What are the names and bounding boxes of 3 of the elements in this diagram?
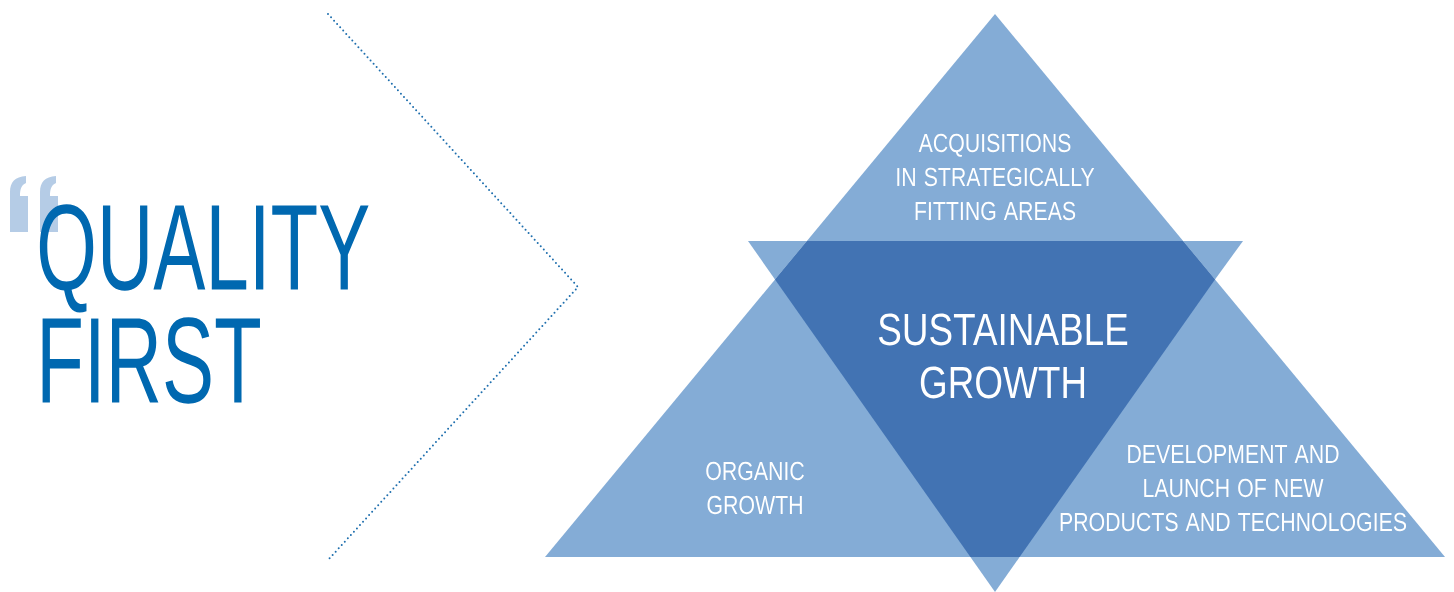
triangle-label: ACQUISITIONS IN STRATEGICALLY FITTING AREAS [897,133,1095,221]
triangle-label: ORGANIC GROWTH [706,461,804,515]
title: QUALITY FIRST [39,204,369,404]
